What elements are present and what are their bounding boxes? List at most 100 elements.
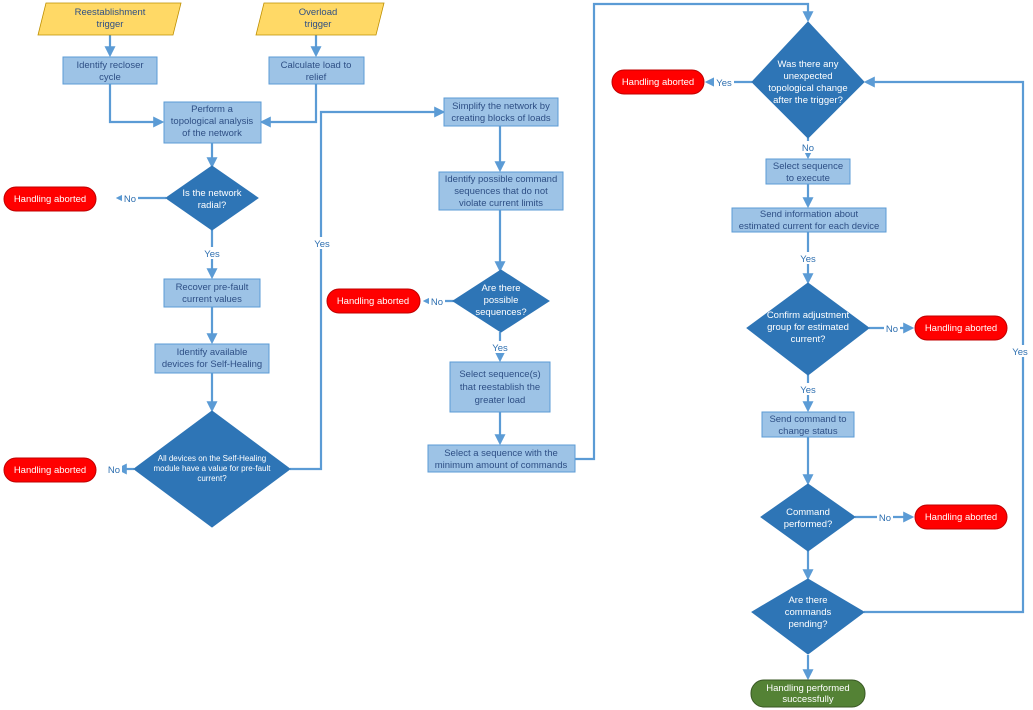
svg-text:Simplify the network by: Simplify the network by [452,101,550,112]
svg-text:minimum amount of commands: minimum amount of commands [435,460,568,471]
label-possible-yes: Yes [492,343,508,354]
svg-text:Perform a: Perform a [191,104,233,115]
svg-text:module have a value for pre-fa: module have a value for pre-fault [154,464,272,473]
svg-text:Was there any: Was there any [778,59,839,70]
svg-text:after the trigger?: after the trigger? [773,95,843,106]
decision-command-performed[interactable]: Command performed? [760,483,856,552]
decision-network-radial[interactable]: Is the network radial? [165,165,259,231]
svg-text:sequences?: sequences? [475,307,526,318]
process-select-execute[interactable]: Select sequence to execute [765,158,851,185]
decision-confirm-adjustment[interactable]: Confirm adjustment group for estimated c… [746,282,870,376]
trigger-overload[interactable]: Overload trigger [255,2,385,36]
svg-text:topological change: topological change [768,83,847,94]
terminal-aborted-alldevices[interactable]: Handling aborted [3,457,97,483]
process-send-information[interactable]: Send information about estimated current… [731,207,887,233]
svg-text:Select sequence(s): Select sequence(s) [459,369,540,380]
terminal-aborted-performed[interactable]: Handling aborted [914,504,1008,530]
process-send-command[interactable]: Send command to change status [761,411,855,438]
svg-text:cycle: cycle [99,72,121,83]
svg-text:greater load: greater load [475,395,526,406]
decision-all-devices[interactable]: All devices on the Self-Healing module h… [133,410,291,528]
svg-text:that reestablish the: that reestablish the [460,382,540,393]
svg-text:successfully: successfully [782,694,833,705]
label-topo-no: No [802,143,814,154]
svg-text:Command: Command [786,507,830,518]
svg-text:change status: change status [778,426,837,437]
svg-text:Are there: Are there [481,283,520,294]
label-performed-no: No [879,513,891,524]
svg-text:current values: current values [182,294,242,305]
svg-text:violate current limits: violate current limits [459,198,543,209]
svg-text:Handling performed: Handling performed [766,683,849,694]
svg-text:possible: possible [484,295,519,306]
svg-text:Handling aborted: Handling aborted [925,512,997,523]
svg-text:creating blocks of loads: creating blocks of loads [451,113,551,124]
svg-text:topological analysis: topological analysis [171,116,254,127]
edge-min-to-topo [575,2,814,461]
decision-possible-sequences[interactable]: Are there possible sequences? [452,269,550,333]
edge-pending-yes-loop [863,76,1025,614]
process-simplify-network[interactable]: Simplify the network by creating blocks … [443,97,559,127]
label-radial-no: No [124,194,136,205]
edge-alldevices-yes [290,106,446,471]
svg-text:Identify recloser: Identify recloser [76,60,143,71]
terminal-aborted-topology[interactable]: Handling aborted [611,69,705,95]
process-select-reestablish[interactable]: Select sequence(s) that reestablish the … [449,361,551,413]
label-confirm-no: No [886,324,898,335]
process-perform-topological[interactable]: Perform a topological analysis of the ne… [163,101,262,144]
label-topo-yes: Yes [716,78,732,89]
label-possible-no: No [431,297,443,308]
svg-text:group for estimated: group for estimated [767,322,849,333]
svg-text:sequences that do not: sequences that do not [454,186,548,197]
terminal-aborted-radial[interactable]: Handling aborted [3,186,97,212]
label-pending-yes: Yes [1012,347,1028,358]
label-alldevices-yes: Yes [314,239,330,250]
svg-text:of the network: of the network [182,128,242,139]
svg-text:commands: commands [785,607,832,618]
svg-text:Calculate load to: Calculate load to [281,60,352,71]
label-sendinfo-yes: Yes [800,254,816,265]
svg-text:Select sequence: Select sequence [773,161,843,172]
svg-text:trigger: trigger [305,19,332,30]
svg-text:current?: current? [791,334,826,345]
svg-text:radial?: radial? [198,200,227,211]
svg-text:Are there: Are there [788,595,827,606]
terminal-aborted-confirm[interactable]: Handling aborted [914,315,1008,341]
svg-text:Reestablishment: Reestablishment [75,7,146,18]
decision-commands-pending[interactable]: Are there commands pending? [751,578,865,655]
svg-text:trigger: trigger [97,19,124,30]
svg-text:Handling aborted: Handling aborted [14,465,86,476]
svg-text:Handling aborted: Handling aborted [14,194,86,205]
terminal-success[interactable]: Handling performed successfully [750,679,866,708]
process-identify-sequences[interactable]: Identify possible command sequences that… [438,171,564,211]
svg-text:Send information about: Send information about [760,209,859,220]
trigger-reestablishment[interactable]: Reestablishment trigger [37,2,182,36]
svg-text:Overload: Overload [299,7,338,18]
svg-text:Confirm adjustment: Confirm adjustment [767,310,850,321]
svg-text:pending?: pending? [788,619,827,630]
process-identify-recloser[interactable]: Identify recloser cycle [62,56,158,85]
svg-text:devices for Self-Healing: devices for Self-Healing [162,359,262,370]
edge-labels: No Yes No Yes No Yes Yes No Yes No Yes N… [106,76,1031,524]
process-recover-prefault[interactable]: Recover pre-fault current values [163,278,261,308]
edge-calc-to-perform [259,84,318,128]
process-identify-devices[interactable]: Identify available devices for Self-Heal… [154,343,270,374]
svg-text:All devices on the Self-Healin: All devices on the Self-Healing [158,454,267,463]
svg-text:Send command to: Send command to [769,414,846,425]
terminal-aborted-sequences[interactable]: Handling aborted [326,288,421,314]
label-confirm-yes: Yes [800,385,816,396]
svg-text:Handling aborted: Handling aborted [337,296,409,307]
process-select-min-commands[interactable]: Select a sequence with the minimum amoun… [427,444,576,473]
process-calculate-load[interactable]: Calculate load to relief [268,56,365,85]
svg-text:unexpected: unexpected [783,71,832,82]
decision-topological-change[interactable]: Was there any unexpected topological cha… [751,21,865,139]
svg-text:Recover pre-fault: Recover pre-fault [176,282,249,293]
svg-text:current?: current? [197,474,227,483]
svg-text:Select a sequence with the: Select a sequence with the [444,448,558,459]
svg-text:Identify possible command: Identify possible command [445,174,557,185]
label-alldevices-no: No [108,465,120,476]
svg-text:performed?: performed? [784,519,833,530]
svg-text:Handling aborted: Handling aborted [925,323,997,334]
